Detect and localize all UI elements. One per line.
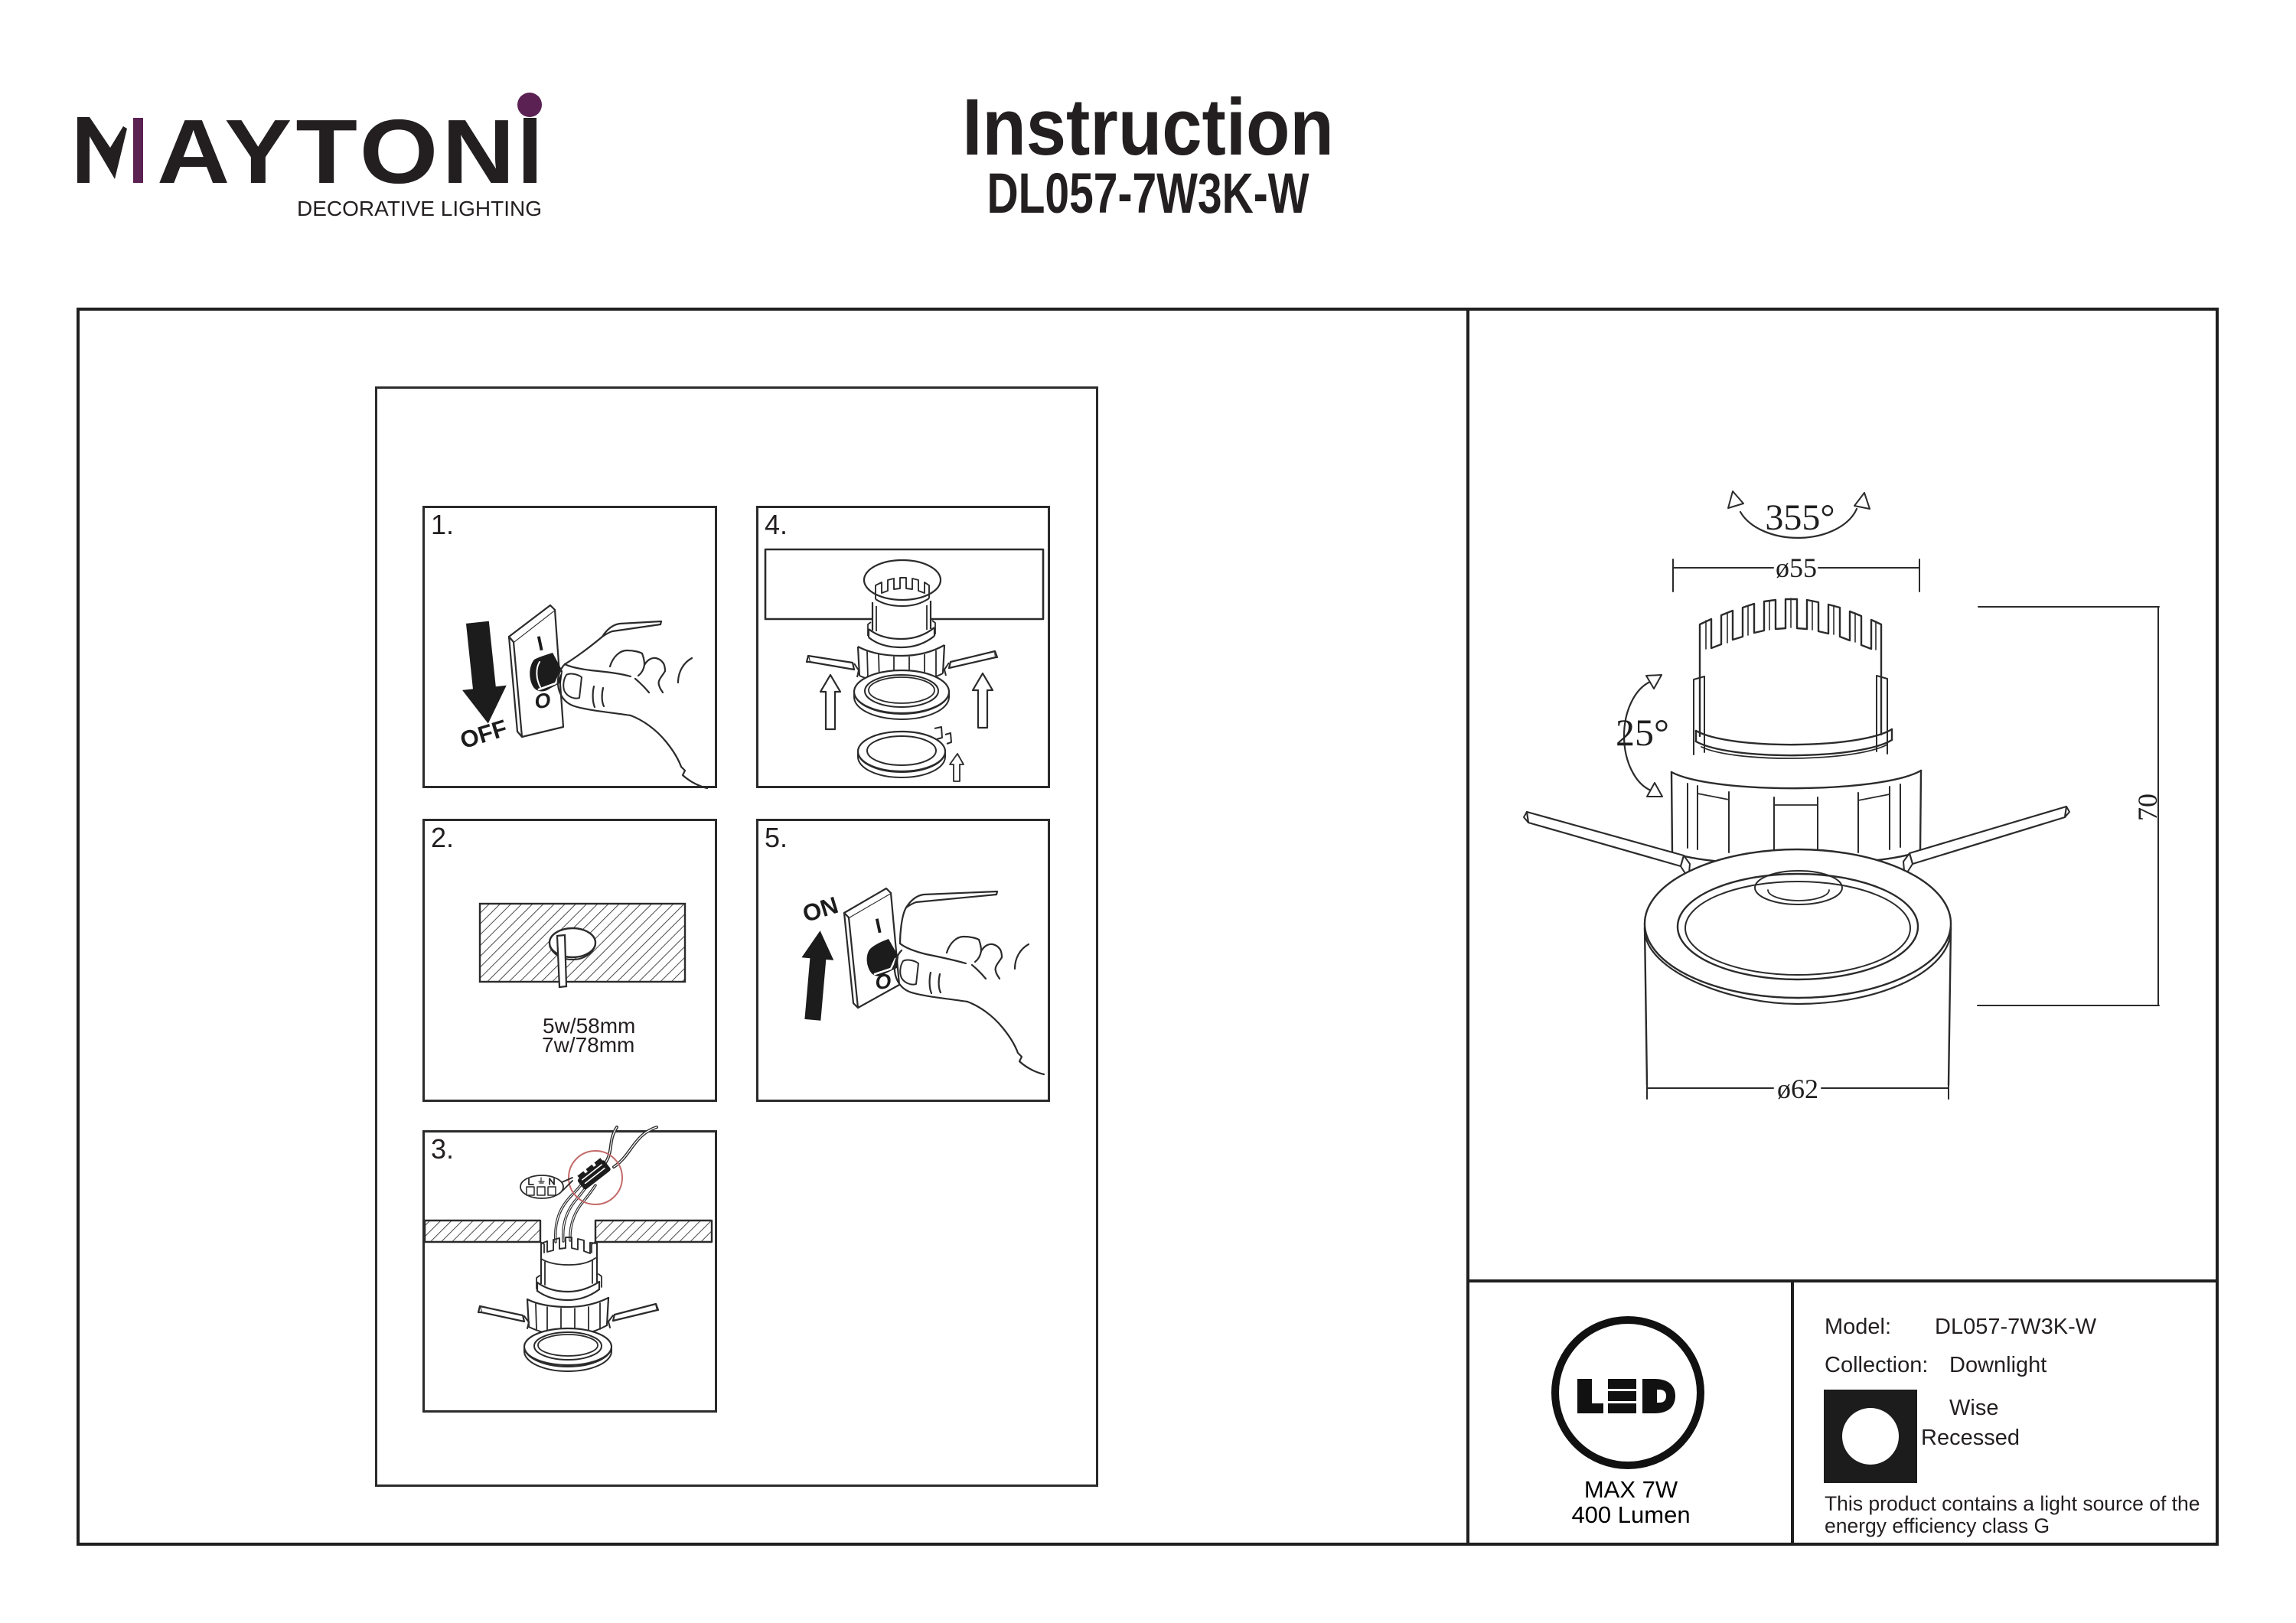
svg-text:355°: 355° [1765,497,1835,538]
svg-text:5w/58mm: 5w/58mm [543,1014,635,1038]
svg-text:ø62: ø62 [1777,1074,1818,1104]
svg-text:400 Lumen: 400 Lumen [1571,1501,1690,1528]
svg-text:O: O [873,970,892,995]
svg-text:DECORATIVE LIGHTING: DECORATIVE LIGHTING [297,197,542,220]
svg-text:MAX 7W: MAX 7W [1584,1476,1678,1503]
svg-text:70: 70 [2132,794,2163,821]
svg-text:AYTON: AYTON [157,100,519,202]
svg-text:OFF: OFF [457,715,510,754]
svg-text:7w/78mm: 7w/78mm [542,1033,634,1057]
svg-text:O: O [533,689,552,714]
svg-text:ø55: ø55 [1776,552,1817,583]
svg-text:25°: 25° [1616,711,1669,754]
svg-text:ON: ON [800,891,842,927]
